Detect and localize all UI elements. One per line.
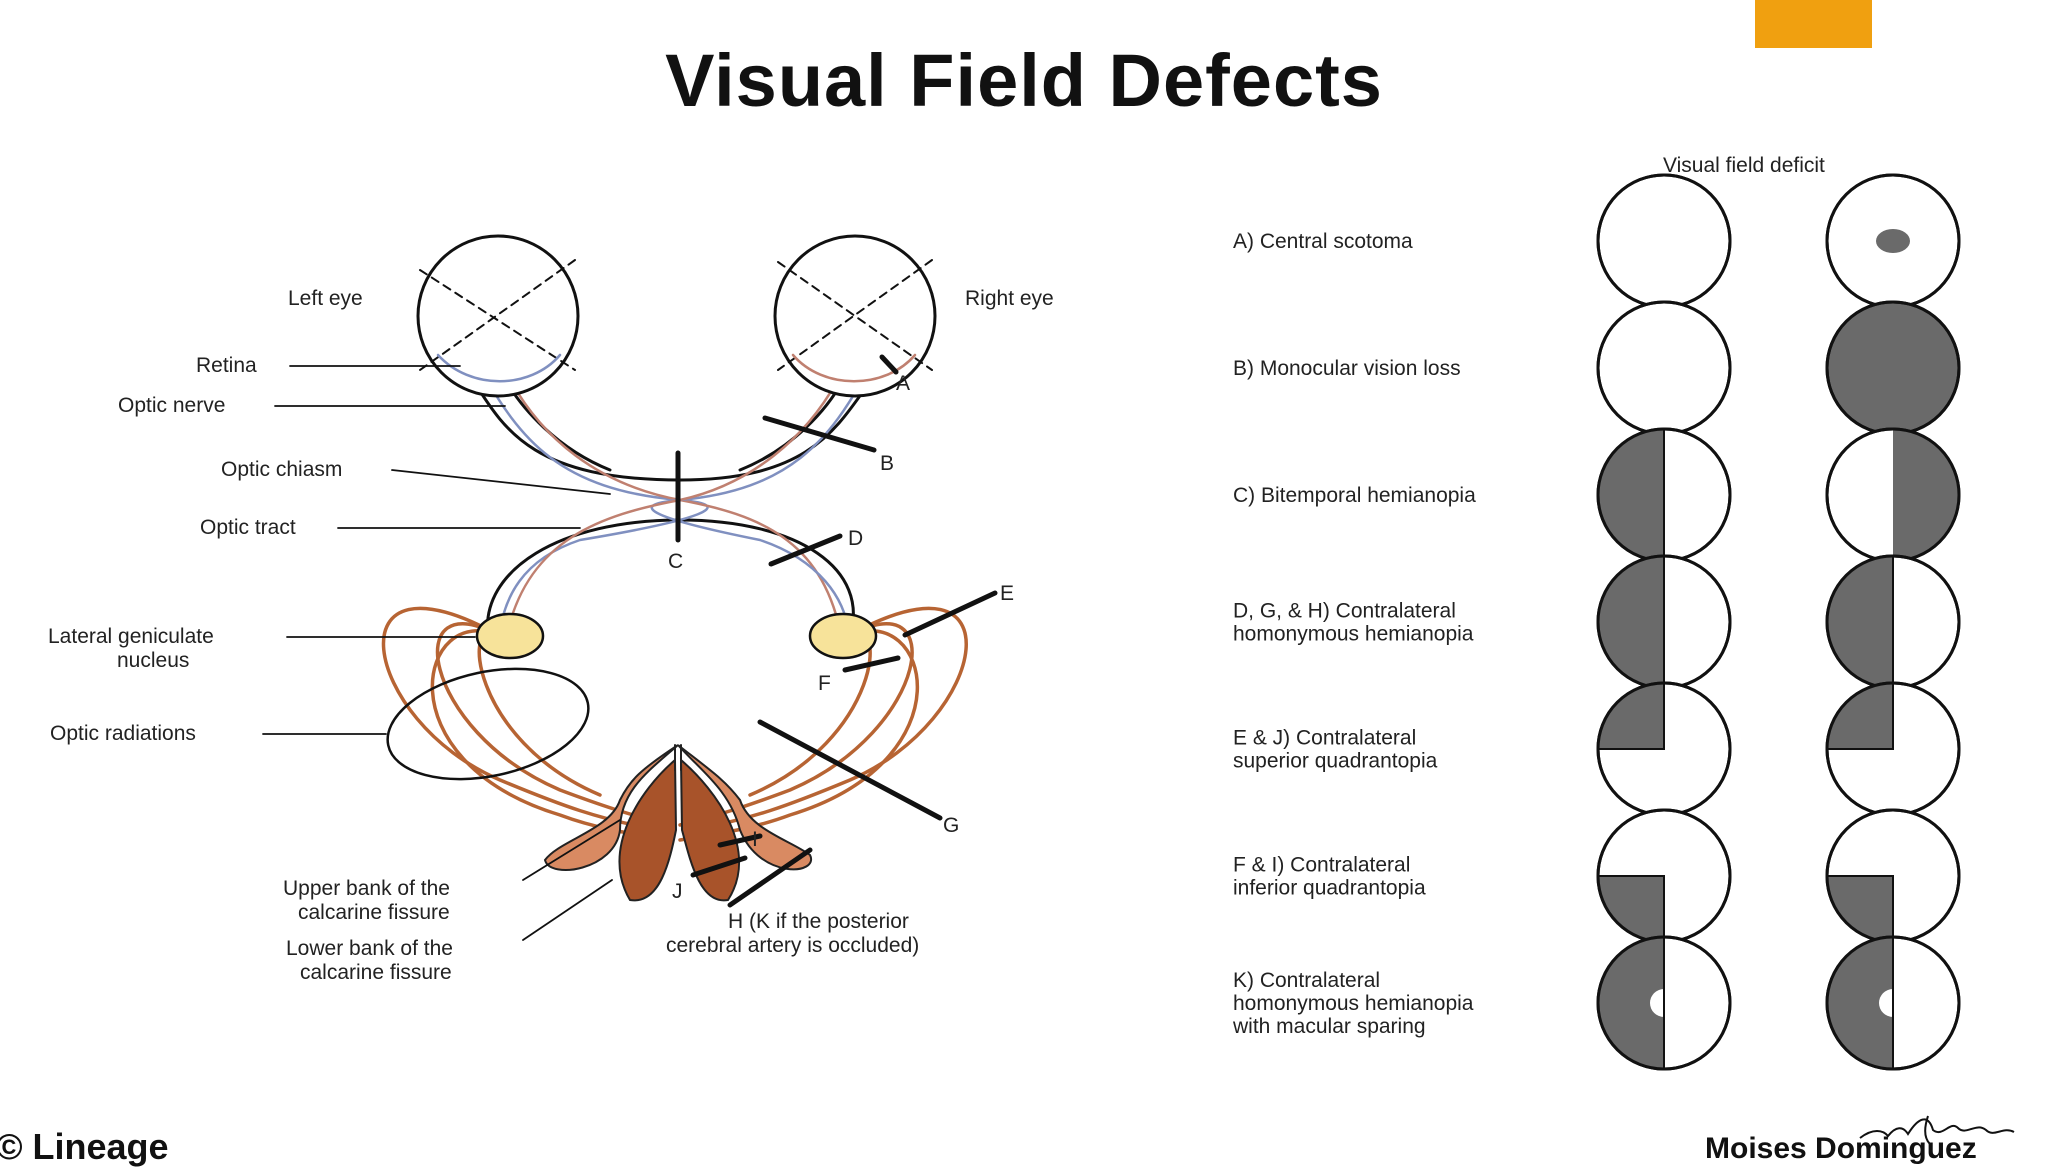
lesion-label-a: A xyxy=(896,372,910,395)
label-lgn-line2: nucleus xyxy=(117,649,189,672)
lesion-label-e: E xyxy=(1000,582,1014,605)
right-eye-field-icon xyxy=(1825,681,1961,817)
lesion-label-c: C xyxy=(668,550,683,573)
label-optic-radiations: Optic radiations xyxy=(50,722,196,745)
left-eyeball xyxy=(416,234,580,398)
deficit-label: E & J) Contralateral xyxy=(1233,727,1416,750)
footer-copyright: © Lineage xyxy=(0,1126,169,1167)
left-eye-field-icon xyxy=(1596,935,1732,1071)
deficit-label: K) Contralateral xyxy=(1233,969,1380,992)
right-eye-field-icon xyxy=(1825,173,1961,309)
deficit-header: Visual field deficit xyxy=(1663,154,1825,177)
left-eye-field-icon xyxy=(1596,300,1732,436)
deficit-label: B) Monocular vision loss xyxy=(1233,357,1461,380)
deficit-row: C) Bitemporal hemianopia xyxy=(1233,427,1961,563)
right-eye-field-icon xyxy=(1825,935,1961,1071)
lesion-label-f: F xyxy=(818,672,831,695)
right-eye-field-icon xyxy=(1825,554,1961,690)
deficit-label: homonymous hemianopia xyxy=(1233,623,1474,646)
left-eye-field-icon xyxy=(1596,427,1732,563)
right-lgn xyxy=(808,612,878,660)
lesion-label-i: I xyxy=(752,828,758,851)
lesion-label-d: D xyxy=(848,527,863,550)
page-title: Visual Field Defects xyxy=(665,39,1383,122)
left-eye-field-icon xyxy=(1596,681,1732,817)
label-h-note-line2: cerebral artery is occluded) xyxy=(666,934,919,957)
lesion-label-g: G xyxy=(943,814,959,837)
handwritten-signature xyxy=(1859,1115,2015,1145)
label-h-note-line1: H (K if the posterior xyxy=(728,910,909,933)
left-eye-field-icon xyxy=(1596,173,1732,309)
deficit-label: with macular sparing xyxy=(1232,1015,1426,1038)
optic-radiations-marker xyxy=(386,667,590,781)
deficit-label: F & I) Contralateral xyxy=(1233,854,1410,877)
deficit-label: A) Central scotoma xyxy=(1233,230,1413,253)
deficit-row: A) Central scotoma xyxy=(1233,173,1961,309)
accent-bar xyxy=(1755,0,1872,48)
footer-author: Moises Dominguez xyxy=(1705,1132,1977,1165)
label-upper-bank-line1: Upper bank of the xyxy=(283,877,450,900)
label-upper-bank-line2: calcarine fissure xyxy=(298,901,450,924)
right-eyeball xyxy=(773,234,937,398)
label-optic-chiasm: Optic chiasm xyxy=(221,458,342,481)
label-lower-bank-line2: calcarine fissure xyxy=(300,961,452,984)
deficit-label: D, G, & H) Contralateral xyxy=(1233,600,1456,623)
label-lower-bank-line1: Lower bank of the xyxy=(286,937,453,960)
label-retina: Retina xyxy=(196,354,257,377)
deficit-label: C) Bitemporal hemianopia xyxy=(1233,484,1476,507)
right-eye-field-icon xyxy=(1825,427,1961,563)
right-eye-field-icon xyxy=(1825,300,1961,436)
label-left-eye: Left eye xyxy=(288,287,363,310)
label-lgn-line1: Lateral geniculate xyxy=(48,625,214,648)
deficit-row: B) Monocular vision loss xyxy=(1233,300,1961,436)
left-eye-field-icon xyxy=(1596,554,1732,690)
lesion-bars xyxy=(675,354,998,908)
deficit-label: superior quadrantopia xyxy=(1233,750,1438,773)
lesion-label-b: B xyxy=(880,452,894,475)
label-right-eye: Right eye xyxy=(965,287,1054,310)
label-optic-nerve: Optic nerve xyxy=(118,394,225,417)
left-eye-field-icon xyxy=(1596,808,1732,944)
left-lgn xyxy=(475,612,545,660)
deficit-label: inferior quadrantopia xyxy=(1233,877,1426,900)
right-eye-field-icon xyxy=(1825,808,1961,944)
lesion-label-j: J xyxy=(672,880,683,903)
label-leaders xyxy=(262,365,621,941)
deficit-label: homonymous hemianopia xyxy=(1233,992,1474,1015)
label-optic-tract: Optic tract xyxy=(200,516,296,539)
